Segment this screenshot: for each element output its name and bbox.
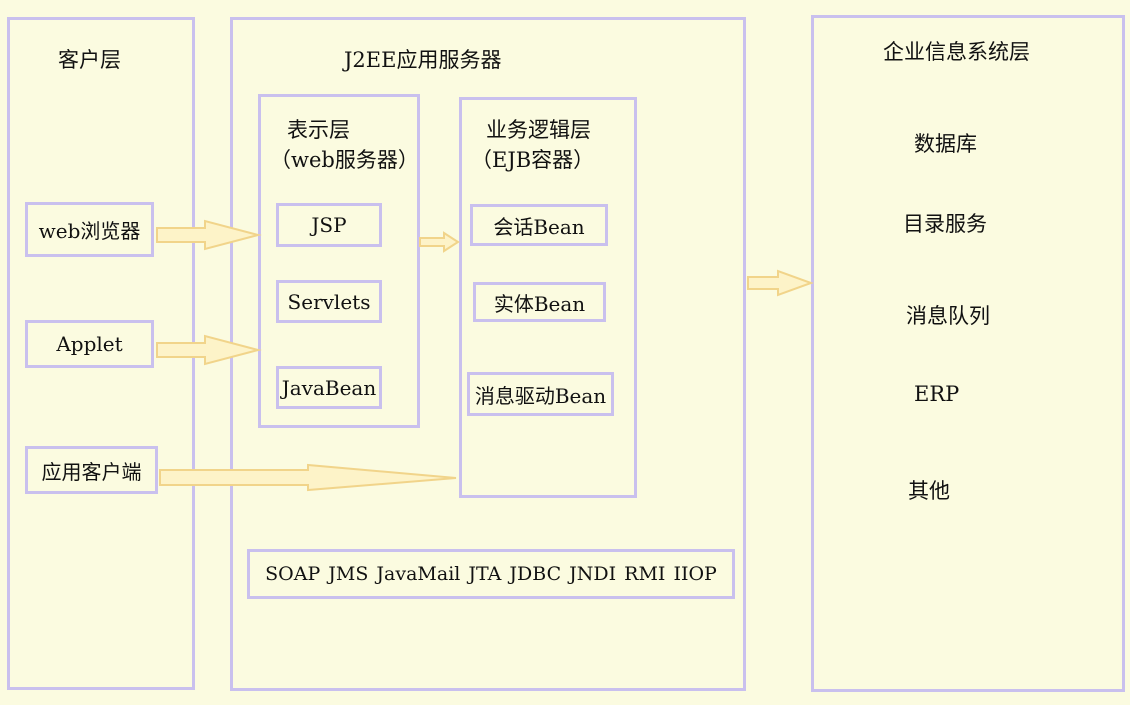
presentation-layer-panel (258, 94, 420, 428)
j2ee-server-title: J2EE应用服务器 (344, 48, 502, 72)
jsp-node: JSP (276, 203, 382, 247)
eis-tier-panel (811, 15, 1125, 692)
eis-other: 其他 (908, 479, 950, 503)
servlets-node: Servlets (276, 280, 382, 323)
app-client-node: 应用客户端 (25, 446, 158, 494)
eis-tier-title: 企业信息系统层 (883, 40, 1030, 64)
business-layer-panel (459, 97, 637, 498)
eis-database: 数据库 (914, 132, 977, 156)
arrow-server-to-eis (747, 269, 814, 297)
entity-bean-node: 实体Bean (473, 282, 606, 322)
eis-erp: ERP (914, 382, 960, 406)
eis-directory-service: 目录服务 (903, 212, 987, 236)
presentation-layer-subtitle: （web服务器） (270, 148, 419, 172)
arrow-browser-to-presentation (156, 219, 262, 251)
applet-node: Applet (25, 320, 154, 368)
message-driven-bean-node: 消息驱动Bean (467, 372, 614, 416)
eis-message-queue: 消息队列 (906, 304, 990, 328)
business-layer-subtitle: （EJB容器） (471, 148, 595, 172)
session-bean-node: 会话Bean (470, 204, 608, 246)
javabean-node: JavaBean (276, 366, 382, 409)
web-browser-node: web浏览器 (25, 202, 154, 257)
business-layer-title: 业务逻辑层 (486, 118, 591, 142)
presentation-layer-title: 表示层 (287, 118, 350, 142)
arrow-appclient-to-business (159, 463, 457, 492)
arrow-applet-to-presentation (156, 334, 262, 366)
client-tier-title: 客户层 (58, 48, 121, 72)
services-bar: SOAP JMS JavaMail JTA JDBC JNDI RMI IIOP (247, 549, 735, 599)
arrow-presentation-to-business (419, 231, 460, 253)
